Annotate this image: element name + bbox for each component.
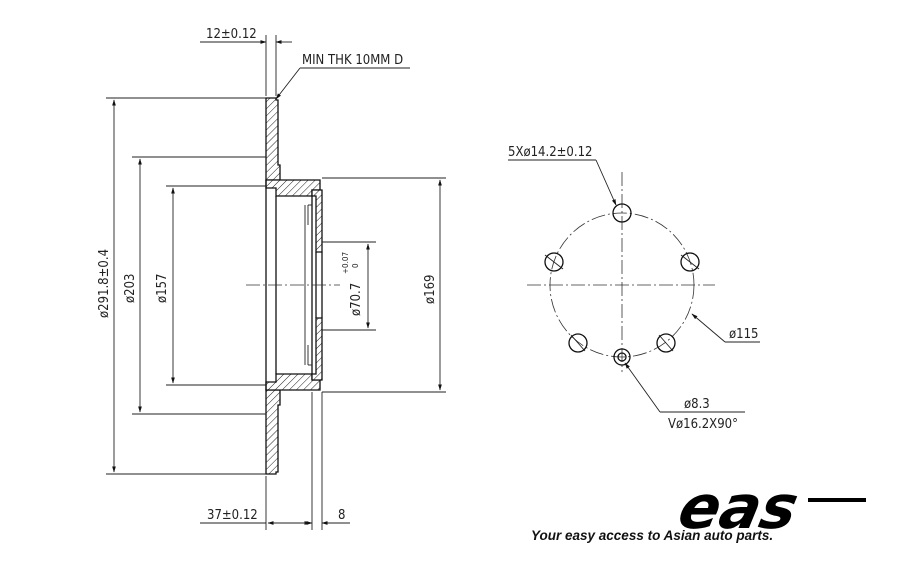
dia-203-dimension: ø203 xyxy=(123,274,138,303)
center-bore-dimension: ø70.7 xyxy=(349,283,364,316)
min-thickness-note: MIN THK 10MM D xyxy=(302,53,403,68)
side-view: 12±0.12 MIN THK 10MM D ø291.8±0.4 ø203 ø… xyxy=(97,27,446,530)
countersink-dimension: Vø16.2X90° xyxy=(668,417,738,432)
bolt-hole-lower-left xyxy=(568,333,588,353)
dia-157-dimension: ø157 xyxy=(155,274,170,303)
small-threaded-hole xyxy=(613,348,631,366)
upper-hat-flange xyxy=(311,189,323,253)
bolt-hole-upper-left xyxy=(544,252,564,272)
bolt-hole-lower-right xyxy=(656,333,676,353)
bolt-hole-top xyxy=(612,203,632,223)
front-view: 5Xø14.2±0.12 ø115 ø8.3 Vø16.2X90° xyxy=(508,145,760,432)
outer-diameter-dimension: ø291.8±0.4 xyxy=(97,249,112,318)
dim-8: 8 xyxy=(338,508,345,523)
eas-logo: eas xyxy=(673,474,805,543)
dia-169-dimension: ø169 xyxy=(423,275,438,304)
lower-rotor-section xyxy=(265,389,281,475)
thickness-dimension: 12±0.12 xyxy=(206,27,257,42)
upper-rotor-section xyxy=(265,97,281,181)
center-bore-tol-lower: 0 xyxy=(351,263,360,268)
small-hole-dimension: ø8.3 xyxy=(684,397,710,412)
tagline: Your easy access to Asian auto parts. xyxy=(531,528,773,543)
center-bore-tol-upper: +0.07 xyxy=(341,252,350,274)
pcd-dimension: ø115 xyxy=(729,327,758,342)
bolt-hole-upper-right xyxy=(680,252,700,272)
lower-hat-flange xyxy=(311,317,323,381)
brand-logo: eas xyxy=(673,474,866,543)
offset-dimension: 37±0.12 xyxy=(207,508,258,523)
bolt-holes-dimension: 5Xø14.2±0.12 xyxy=(508,145,592,160)
